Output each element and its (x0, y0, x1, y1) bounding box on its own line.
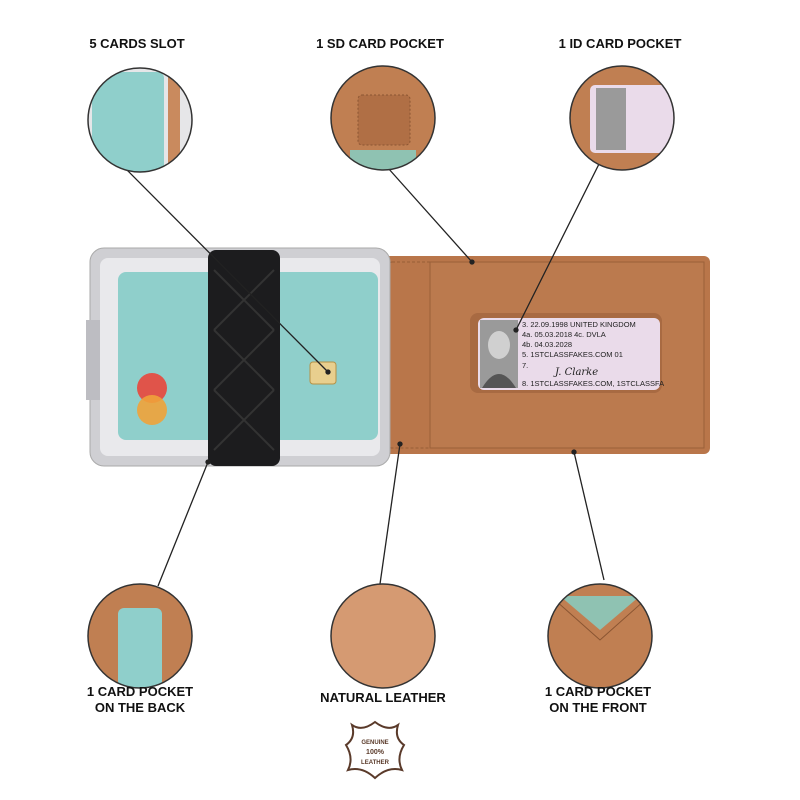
label-back-pocket-line1: 1 CARD POCKET (86, 684, 194, 699)
detail-circle-back (88, 584, 192, 688)
svg-text:8. 1STCLASSFAKES.COM, 1STCLA: 8. 1STCLASSFAKES.COM, 1STCLASSFA (522, 379, 664, 388)
id-card (478, 318, 660, 390)
detail-circle-sd (331, 66, 435, 170)
svg-text:5. 1STCLASSFAKES.COM 0: 5. 1STCLASSFAKES.COM 01 (522, 350, 623, 359)
label-id-card-pocket: 1 ID CARD POCKET (558, 36, 682, 51)
label-5-cards-slot: 5 CARDS SLOT (89, 36, 185, 51)
svg-text:GENUINE: GENUINE (361, 740, 388, 746)
label-front-pocket: 1 CARD POCKET ON THE FRONT (545, 684, 651, 716)
svg-text:7.: 7. (522, 361, 528, 370)
detail-circle-leather (331, 584, 435, 688)
detail-circle-id (570, 66, 674, 170)
label-front-pocket-line2: ON THE FRONT (549, 700, 647, 715)
label-sd-card-pocket: 1 SD CARD POCKET (316, 36, 444, 51)
svg-text:4b. 04.03.2028: 4b. 04.03.2028 (522, 340, 572, 349)
pointer-lines (124, 157, 605, 587)
label-back-pocket: 1 CARD POCKET ON THE BACK (87, 684, 193, 716)
svg-text:LEATHER: LEATHER (361, 760, 390, 766)
genuine-leather-badge: GENUINE 100% LEATHER (344, 720, 406, 780)
svg-text:3. 22.09.1998 UNITED KINGDO: 3. 22.09.1998 UNITED KINGDOM (522, 320, 636, 329)
svg-text:J. Clarke: J. Clarke (553, 367, 598, 378)
detail-circle-cards (88, 68, 192, 172)
label-front-pocket-line1: 1 CARD POCKET (544, 684, 652, 699)
label-natural-leather: NATURAL LEATHER (320, 690, 446, 705)
detail-circle-front (548, 584, 652, 688)
metal-card-holder (86, 247, 391, 467)
label-back-pocket-line2: ON THE BACK (94, 700, 186, 715)
id-card-text: 3. 22.09.1998 UNITED KINGDOM 4a. 05.03.2… (522, 320, 664, 388)
svg-text:100%: 100% (366, 749, 385, 756)
svg-text:4a. 05.03.2018 4c. DVLA: 4a. 05.03.2018 4c. DVLA (522, 330, 606, 339)
